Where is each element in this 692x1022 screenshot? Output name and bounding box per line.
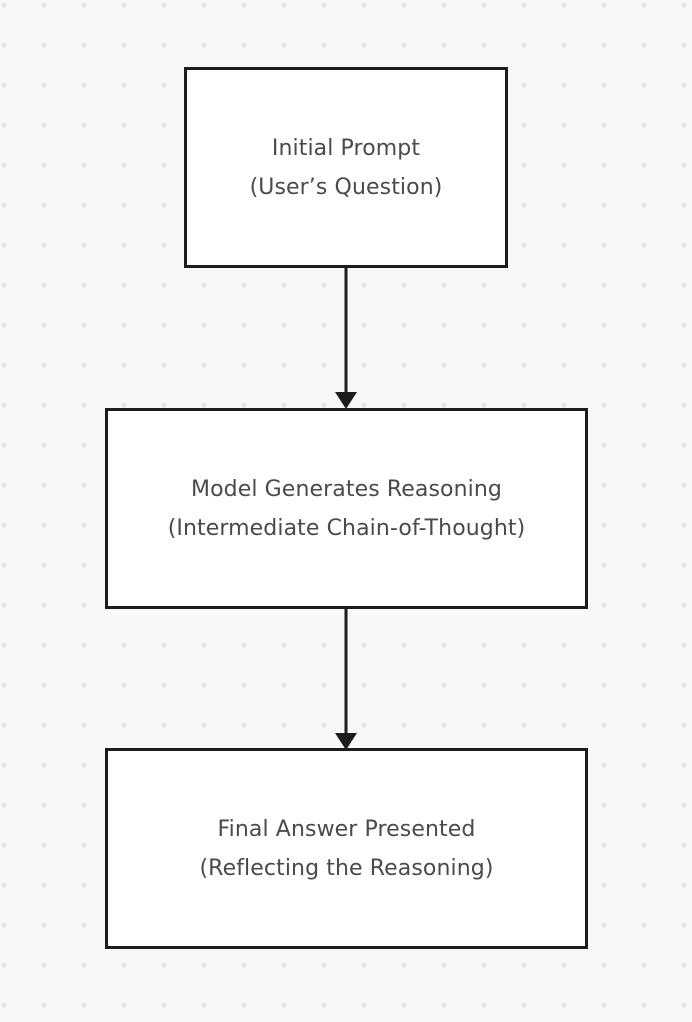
flow-node-final-answer-line2: (Reflecting the Reasoning) xyxy=(199,855,494,881)
flow-node-model-reasoning-line1: Model Generates Reasoning xyxy=(191,476,502,502)
flow-node-initial-prompt-line2: (User’s Question) xyxy=(249,174,443,200)
flow-node-final-answer-line1: Final Answer Presented xyxy=(217,816,476,842)
arrowhead-down-icon xyxy=(335,733,357,750)
flow-edge-initial-prompt-to-model-reasoning xyxy=(326,268,366,410)
flow-edge-model-reasoning-to-final-answer xyxy=(326,609,366,751)
flow-node-model-reasoning-line2: (Intermediate Chain-of-Thought) xyxy=(167,515,526,541)
flow-node-model-reasoning[interactable]: Model Generates Reasoning (Intermediate … xyxy=(105,408,588,609)
flow-node-initial-prompt[interactable]: Initial Prompt (User’s Question) xyxy=(184,67,508,268)
arrowhead-down-icon xyxy=(335,392,357,409)
flow-node-final-answer[interactable]: Final Answer Presented (Reflecting the R… xyxy=(105,748,588,949)
flow-node-initial-prompt-line1: Initial Prompt xyxy=(271,135,421,161)
